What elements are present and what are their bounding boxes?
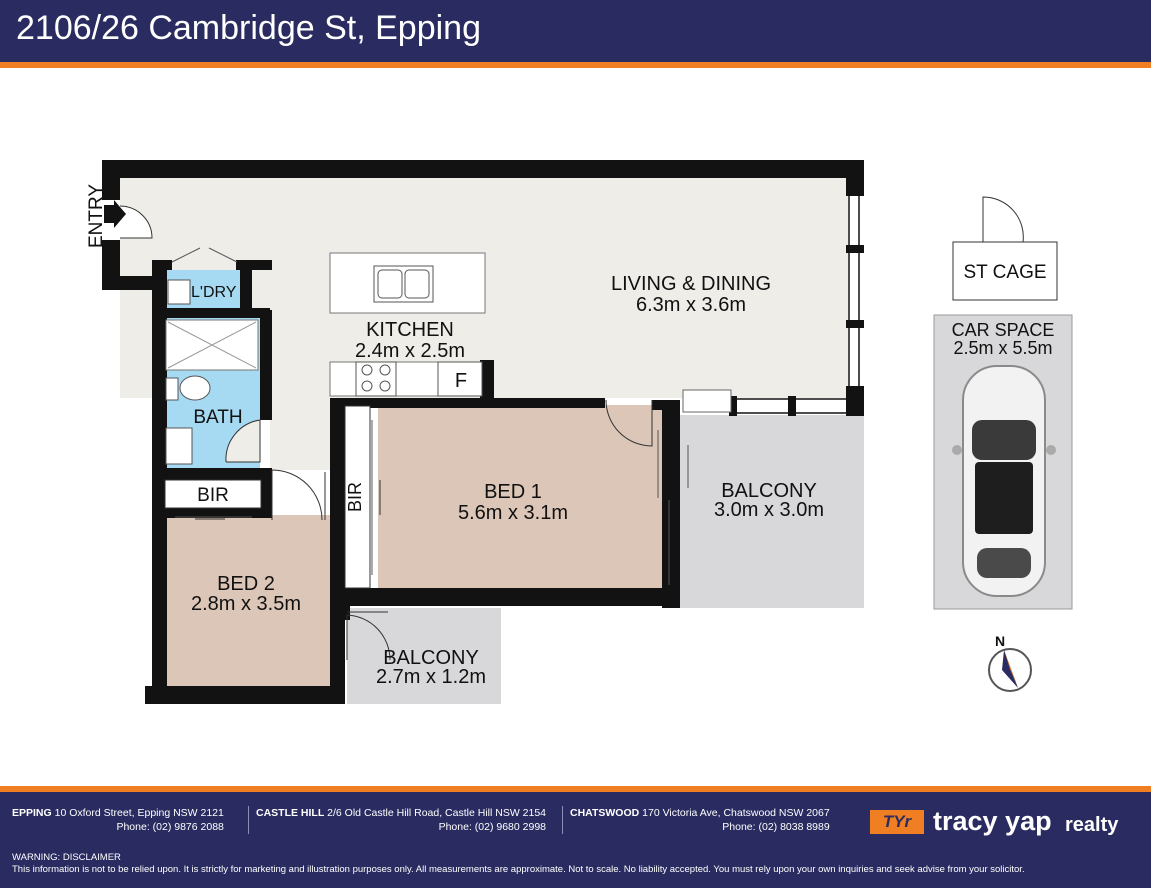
disclaimer-heading: WARNING: DISCLAIMER xyxy=(12,852,121,863)
bir-bed2-box xyxy=(164,479,262,509)
balcony1-name-label: BALCONY xyxy=(721,480,817,502)
brand-logo: TYr tracy yap realty xyxy=(870,806,1130,840)
bed2-name-label: BED 2 xyxy=(217,573,275,595)
bir-bed1-box xyxy=(344,405,371,589)
north-label: N xyxy=(995,633,1005,649)
kitchen-name-label: KITCHEN xyxy=(366,319,454,341)
entry-door-swing xyxy=(119,205,153,239)
logo-mark: TYr xyxy=(870,810,924,834)
cage-door-swing xyxy=(982,196,1024,243)
disclaimer-text: This information is not to be relied upo… xyxy=(12,864,1025,875)
bed1-dims-label: 5.6m x 3.1m xyxy=(458,502,568,524)
bath-label: BATH xyxy=(193,407,242,428)
living-name-label: LIVING & DINING xyxy=(611,273,771,295)
office-epping-address: 10 Oxford Street, Epping NSW 2121 xyxy=(54,807,224,819)
office-castle-hill-name: CASTLE HILL xyxy=(256,807,325,819)
office-castle-hill-phone: Phone: (02) 9680 2998 xyxy=(438,821,547,833)
bed1-floor xyxy=(378,405,663,590)
laundry-doors xyxy=(171,247,238,263)
office-chatswood: CHATSWOOD 170 Victoria Ave, Chatswood NS… xyxy=(570,806,830,834)
bath-door-swing xyxy=(225,419,261,463)
office-epping-phone: Phone: (02) 9876 2088 xyxy=(116,821,224,833)
balcony1-dims-label: 3.0m x 3.0m xyxy=(714,499,824,521)
header-bar xyxy=(0,0,1151,62)
st-cage-label: ST CAGE xyxy=(963,262,1046,283)
bed2-floor xyxy=(163,515,331,687)
bed2-door-swing xyxy=(271,469,323,521)
bir-bed2-label: BIR xyxy=(197,485,229,506)
balcony2-name-label: BALCONY xyxy=(383,647,479,669)
office-divider xyxy=(248,806,249,834)
page-title: 2106/26 Cambridge St, Epping xyxy=(16,9,481,47)
cooktop-icon xyxy=(355,361,397,397)
office-chatswood-address: 170 Victoria Ave, Chatswood NSW 2067 xyxy=(642,807,830,819)
brand-suffix: realty xyxy=(1065,814,1119,836)
bir-bed1-label: BIR xyxy=(345,482,365,512)
vanity-icon xyxy=(165,427,193,465)
bed2-dims-label: 2.8m x 3.5m xyxy=(191,593,301,615)
bed1-door-swing xyxy=(605,399,653,447)
balcony1-floor xyxy=(680,415,864,608)
laundry-tub-icon xyxy=(167,279,191,305)
car-icon xyxy=(952,365,1056,597)
car-space-name-label: CAR SPACE xyxy=(952,320,1055,340)
kitchen-dims-label: 2.4m x 2.5m xyxy=(355,340,465,362)
balcony2-dims-label: 2.7m x 1.2m xyxy=(376,666,486,688)
kitchen-sink-icon xyxy=(373,265,434,303)
bed1-name-label: BED 1 xyxy=(484,481,542,503)
office-chatswood-phone: Phone: (02) 8038 8989 xyxy=(722,821,830,833)
walls xyxy=(102,160,864,704)
entry-label: ENTRY xyxy=(86,184,107,248)
office-epping-name: EPPING xyxy=(12,807,52,819)
brand-name: tracy yap xyxy=(933,806,1052,836)
sliding-door-frame xyxy=(682,389,732,413)
entry-arrow-icon xyxy=(104,200,126,228)
office-castle-hill-address: 2/6 Old Castle Hill Road, Castle Hill NS… xyxy=(327,807,547,819)
fridge-label: F xyxy=(455,370,467,392)
footer-accent-stripe xyxy=(0,786,1151,792)
balcony2-door-swing xyxy=(346,614,391,661)
footer: EPPING 10 Oxford Street, Epping NSW 2121… xyxy=(0,792,1151,888)
living-dims-label: 6.3m x 3.6m xyxy=(636,294,746,316)
laundry-label: L'DRY xyxy=(191,284,237,301)
office-chatswood-name: CHATSWOOD xyxy=(570,807,640,819)
office-epping: EPPING 10 Oxford Street, Epping NSW 2121… xyxy=(12,806,224,834)
toilet-icon xyxy=(179,375,211,401)
north-compass-icon xyxy=(988,648,1032,692)
fridge-space xyxy=(437,361,483,397)
disclaimer: WARNING: DISCLAIMER This information is … xyxy=(12,852,1025,876)
hall-floor xyxy=(270,270,332,470)
office-divider xyxy=(562,806,563,834)
office-castle-hill: CASTLE HILL 2/6 Old Castle Hill Road, Ca… xyxy=(256,806,546,834)
car-space-dims-label: 2.5m x 5.5m xyxy=(953,338,1052,358)
storage-cage-box xyxy=(952,241,1058,301)
header-accent-stripe xyxy=(0,62,1151,68)
